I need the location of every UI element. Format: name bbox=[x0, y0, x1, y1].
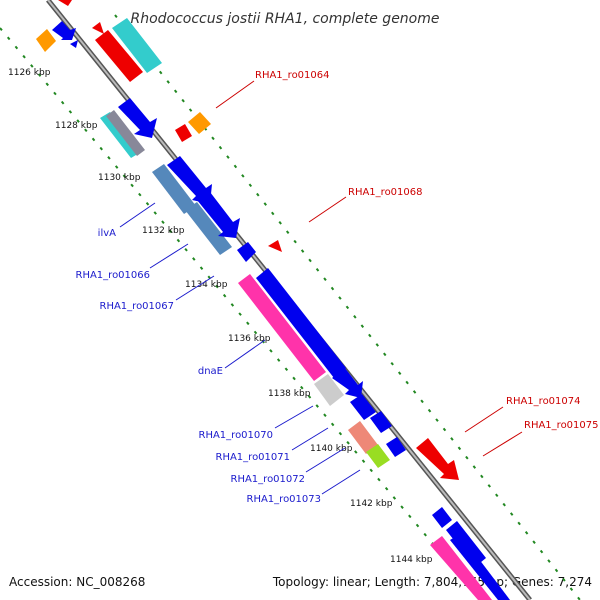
gene-feature[interactable] bbox=[348, 421, 378, 454]
map-title: Rhodococcus jostii RHA1, complete genome bbox=[130, 11, 439, 27]
ruler-tick-label: 1132 kbp bbox=[142, 226, 185, 236]
gene-feature[interactable] bbox=[370, 411, 392, 433]
ruler-tick-label: 1140 kbp bbox=[310, 444, 353, 454]
gene-label[interactable]: ilvA bbox=[98, 228, 116, 239]
gene-labels: RHA1_ro01064 RHA1_ro01068 RHA1_ro01074 R… bbox=[76, 70, 599, 505]
gene-feature[interactable] bbox=[58, 0, 72, 6]
ruler: 1126 kbp 1128 kbp 1130 kbp 1132 kbp 1134… bbox=[8, 68, 433, 565]
gene-feature[interactable] bbox=[256, 268, 346, 378]
gene-label[interactable]: RHA1_ro01074 bbox=[506, 396, 581, 407]
gene-feature[interactable] bbox=[238, 274, 326, 381]
gene-feature[interactable] bbox=[36, 29, 56, 52]
ruler-tick-label: 1138 kbp bbox=[268, 389, 311, 399]
gene-feature[interactable] bbox=[450, 534, 510, 600]
gene-feature[interactable] bbox=[366, 444, 390, 468]
accession-text: Accession: NC_008268 bbox=[9, 575, 145, 589]
ruler-tick-label: 1130 kbp bbox=[98, 173, 141, 183]
gene-feature[interactable] bbox=[95, 30, 143, 82]
gene-feature[interactable] bbox=[386, 437, 406, 457]
gene-feature[interactable] bbox=[416, 438, 459, 480]
gene-feature[interactable] bbox=[70, 40, 78, 48]
ruler-tick-label: 1128 kbp bbox=[55, 121, 98, 131]
gene-feature[interactable] bbox=[106, 110, 145, 156]
gene-feature[interactable] bbox=[118, 98, 157, 138]
topology-text: Topology: linear; Length: 7,804,765 bp; … bbox=[272, 575, 592, 589]
gene-feature[interactable] bbox=[350, 394, 376, 420]
gene-label[interactable]: RHA1_ro01067 bbox=[100, 301, 175, 312]
gene-feature[interactable] bbox=[92, 22, 104, 34]
gene-feature[interactable] bbox=[432, 507, 452, 528]
ruler-tick-label: 1142 kbp bbox=[350, 499, 393, 509]
gene-feature[interactable] bbox=[52, 21, 76, 40]
gene-feature[interactable] bbox=[175, 124, 192, 142]
gene-label[interactable]: RHA1_ro01070 bbox=[199, 430, 274, 441]
gene-feature[interactable] bbox=[167, 156, 212, 204]
outer-right-dotted-track bbox=[114, 14, 581, 600]
ruler-tick-label: 1136 kbp bbox=[228, 334, 271, 344]
gene-feature[interactable] bbox=[152, 164, 196, 214]
ruler-tick-label: 1126 kbp bbox=[8, 68, 51, 78]
gene-feature[interactable] bbox=[314, 374, 344, 406]
gene-label[interactable]: RHA1_ro01066 bbox=[76, 270, 151, 281]
gene-feature[interactable] bbox=[237, 242, 256, 262]
label-leaders bbox=[119, 80, 523, 495]
gene-label[interactable]: RHA1_ro01075 bbox=[524, 420, 599, 431]
gene-feature[interactable] bbox=[332, 368, 363, 398]
gene-label[interactable]: RHA1_ro01073 bbox=[247, 494, 322, 505]
gene-feature[interactable] bbox=[268, 240, 282, 252]
gene-features bbox=[36, 0, 510, 600]
gene-feature[interactable] bbox=[430, 536, 492, 600]
gene-label[interactable]: RHA1_ro01072 bbox=[231, 474, 306, 485]
gene-label[interactable]: dnaE bbox=[198, 366, 223, 377]
gene-label[interactable]: RHA1_ro01068 bbox=[348, 187, 423, 198]
gene-label[interactable]: RHA1_ro01071 bbox=[216, 452, 291, 463]
gene-label[interactable]: RHA1_ro01064 bbox=[255, 70, 330, 81]
outer-left-dotted-track bbox=[0, 27, 481, 600]
gene-feature[interactable] bbox=[197, 192, 240, 238]
gene-feature[interactable] bbox=[112, 18, 162, 73]
gene-feature[interactable] bbox=[188, 112, 211, 134]
ruler-tick-label: 1134 kbp bbox=[185, 280, 228, 290]
ruler-tick-label: 1144 kbp bbox=[390, 555, 433, 565]
gene-feature[interactable] bbox=[185, 202, 232, 255]
